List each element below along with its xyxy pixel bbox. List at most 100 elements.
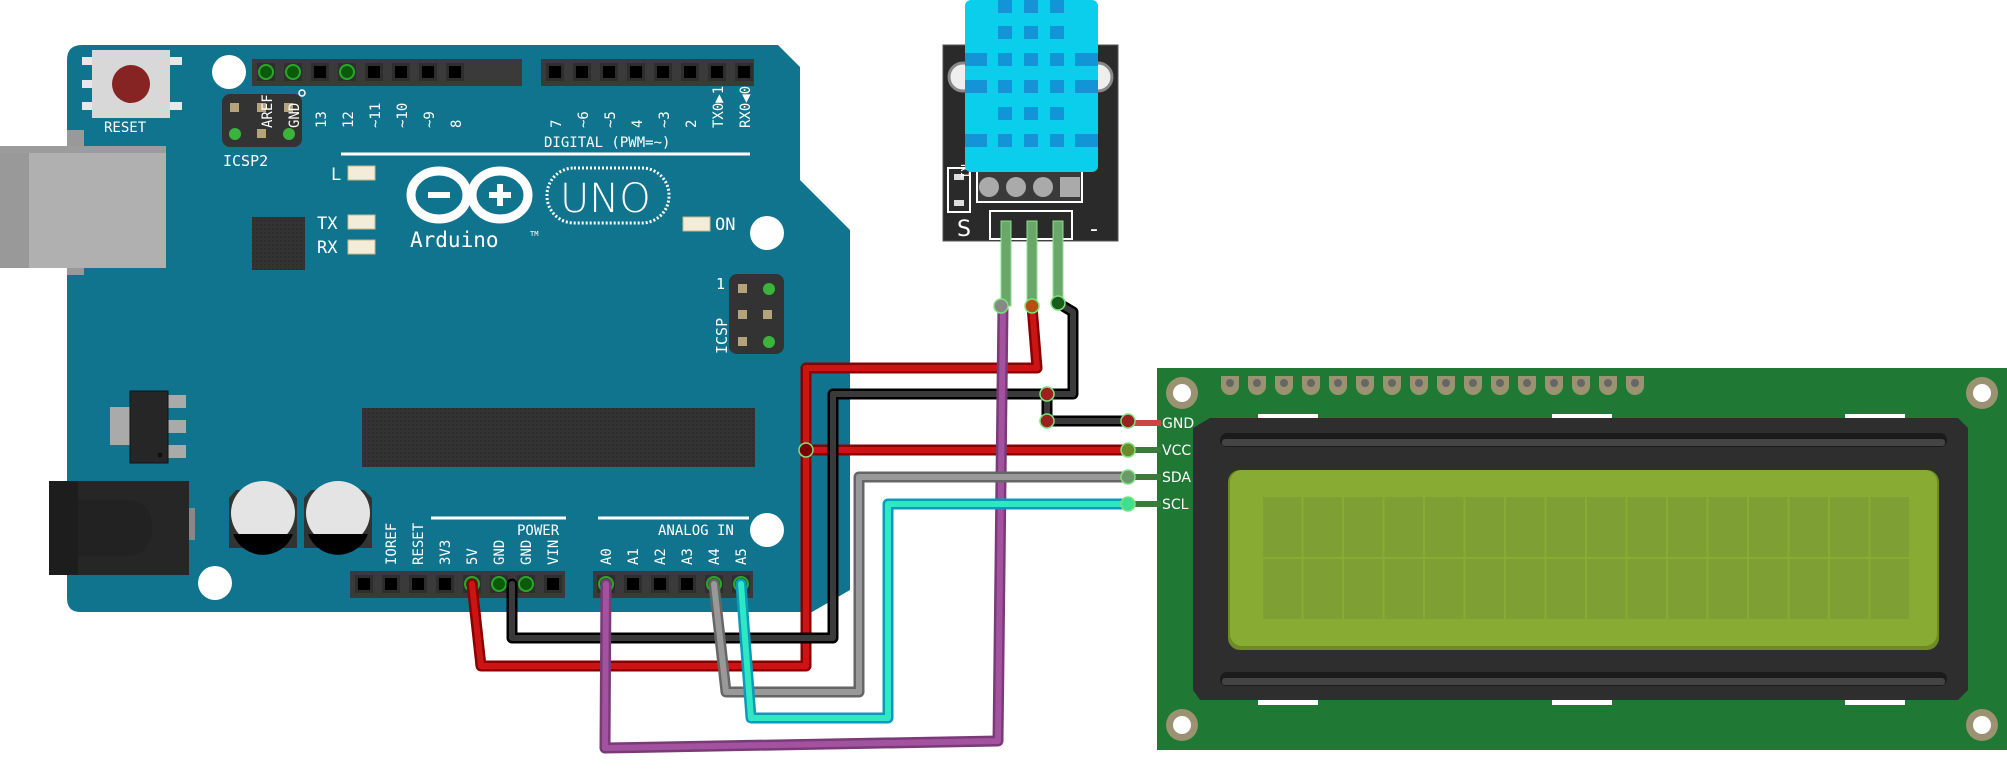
wire-gnd-to-dht-gnd[interactable] — [506, 297, 1079, 644]
lcd-char-cell — [1425, 497, 1464, 557]
dht-pin-vcc — [1026, 220, 1038, 307]
power-pin-ioref[interactable] — [382, 575, 400, 593]
digital-pin[interactable] — [654, 63, 672, 81]
digital-pin[interactable] — [284, 63, 302, 81]
power-pin-3v3[interactable] — [436, 575, 454, 593]
wire-junction — [1120, 413, 1136, 429]
lcd-pin-vcc[interactable] — [1132, 447, 1161, 453]
lcd-char-cell — [1465, 559, 1504, 619]
grille-slot — [998, 0, 1012, 13]
digital-pin[interactable] — [627, 63, 645, 81]
power-pin-vin[interactable] — [544, 575, 562, 593]
power-pin[interactable] — [355, 575, 373, 593]
lcd-char-cell — [1263, 497, 1302, 557]
digital-pin[interactable] — [365, 63, 383, 81]
grille-slot — [1024, 26, 1038, 39]
wire-junction — [1039, 413, 1055, 429]
digital-pin[interactable] — [546, 63, 564, 81]
lcd-char-cell — [1587, 497, 1626, 557]
analog-pin-label: A0 — [599, 548, 615, 565]
lcd-char-cell — [1506, 559, 1545, 619]
lcd-char-cell — [1749, 559, 1788, 619]
lcd-pin-label: SCL — [1162, 497, 1189, 513]
lcd-char-cell — [1506, 497, 1545, 557]
digital-pin[interactable] — [257, 63, 275, 81]
lcd-char-cell — [1384, 559, 1423, 619]
lcd-pin-label: VCC — [1162, 443, 1191, 459]
power-pin-gnd[interactable] — [490, 575, 508, 593]
grille-slot — [1050, 0, 1064, 13]
grille-slot — [998, 53, 1012, 66]
digital-pin[interactable] — [338, 63, 356, 81]
reset-button[interactable] — [82, 50, 182, 118]
digital-pin-label: 13 — [314, 111, 330, 128]
wire-a0-to-dht-signal[interactable] — [599, 300, 1009, 754]
lcd-char-cell — [1668, 497, 1707, 557]
power-pin-label: RESET — [411, 522, 427, 565]
digital-pin-label: ~9 — [422, 111, 438, 128]
digital-pin[interactable] — [681, 63, 699, 81]
lcd-char-cell — [1789, 559, 1828, 619]
digital-pin-label: 2 — [684, 120, 700, 128]
digital-pin[interactable] — [311, 63, 329, 81]
power-pin-label: GND — [492, 540, 508, 565]
led-l-label: L — [331, 165, 341, 185]
mount-hole — [750, 513, 784, 547]
grille-slot — [1024, 134, 1038, 147]
power-label: POWER — [517, 523, 560, 539]
digital-pin[interactable] — [600, 63, 618, 81]
dht-pin-signal — [1000, 220, 1012, 307]
lcd-char-cell — [1425, 559, 1464, 619]
power-pin-gnd[interactable] — [517, 575, 535, 593]
wire-junction — [798, 442, 814, 458]
capacitor — [304, 481, 372, 555]
led-rx-label: RX — [317, 238, 338, 258]
lcd-char-cell — [1830, 497, 1869, 557]
wire-a5-to-lcd-scl[interactable] — [735, 498, 1134, 724]
lcd-char-cell — [1708, 497, 1747, 557]
lcd-pin-scl[interactable] — [1132, 501, 1161, 507]
digital-pin[interactable] — [419, 63, 437, 81]
lcd-header-pad — [1221, 376, 1239, 395]
lcd-char-cell — [1708, 559, 1747, 619]
lcd-pin-sda[interactable] — [1132, 474, 1161, 480]
lcd-header-pad — [1545, 376, 1563, 395]
power-pin-reset[interactable] — [409, 575, 427, 593]
digital-pin-label: ~5 — [603, 111, 619, 128]
mount-hole — [750, 216, 784, 250]
digital-pin[interactable] — [735, 63, 753, 81]
analog-pin-label: A2 — [653, 548, 669, 565]
power-pin-label: VIN — [546, 540, 562, 565]
lcd-pin-gnd[interactable] — [1132, 420, 1161, 426]
digital-pin[interactable] — [446, 63, 464, 81]
wire-junction — [1050, 295, 1066, 311]
capacitor — [229, 481, 297, 555]
dht-pin-gnd — [1052, 220, 1064, 307]
analog-pin-a2[interactable] — [651, 575, 669, 593]
grille-slot — [1050, 107, 1064, 120]
analog-pin-a1[interactable] — [624, 575, 642, 593]
analog-pin-a3[interactable] — [678, 575, 696, 593]
lcd-char-cell — [1627, 559, 1666, 619]
grille-slot — [965, 134, 987, 147]
digital-pin-label: ~10 — [395, 103, 411, 128]
grille-slot — [965, 53, 987, 66]
uno-badge — [545, 166, 671, 225]
wire-5v-to-dht-vcc[interactable] — [466, 300, 1043, 672]
lcd-header-pad — [1518, 376, 1536, 395]
lcd-char-cell — [1303, 559, 1342, 619]
wire-a4-to-lcd-sda[interactable] — [708, 471, 1134, 698]
power-pin-label: GND — [519, 540, 535, 565]
digital-pin[interactable] — [573, 63, 591, 81]
wire-junction — [1024, 298, 1040, 314]
digital-pin[interactable] — [392, 63, 410, 81]
digital-pin[interactable] — [708, 63, 726, 81]
wire-junction — [1039, 386, 1055, 402]
dht11-sensor-body — [965, 0, 1098, 172]
lcd-header-pad — [1599, 376, 1617, 395]
grille-slot — [1024, 80, 1038, 93]
lcd-char-cell — [1870, 559, 1909, 619]
signal-label: S — [957, 217, 971, 242]
